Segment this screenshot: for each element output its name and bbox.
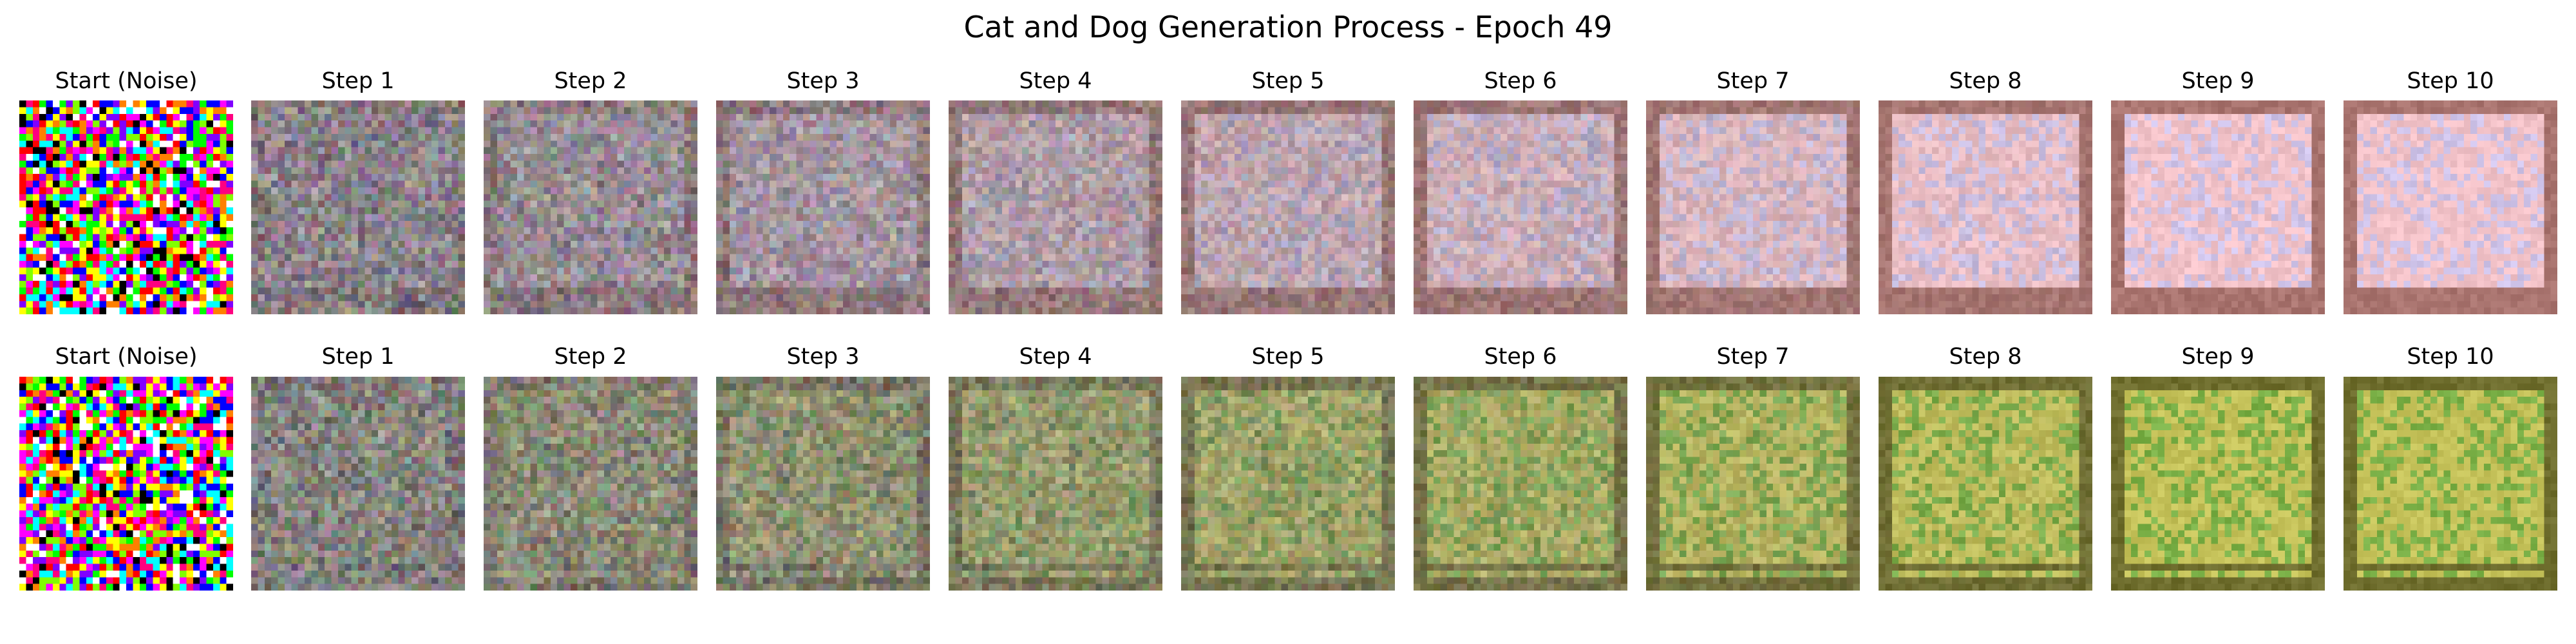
generated-image-r1-step9	[2111, 100, 2325, 314]
generated-image-r2-step8	[1879, 377, 2092, 591]
panel-title-r1-c2: Step 2	[554, 68, 627, 94]
generated-image-r2-step1	[251, 377, 465, 591]
panel-title-r1-c1: Step 1	[321, 68, 395, 94]
panel-title-r1-c7: Step 7	[1716, 68, 1790, 94]
generated-image-r1-step10	[2344, 100, 2557, 314]
generated-image-r1-step8	[1879, 100, 2092, 314]
generated-image-r1-step4	[949, 100, 1162, 314]
panel-title-r2-c0: Start (Noise)	[55, 344, 198, 370]
panel-title-r1-c10: Step 10	[2407, 68, 2494, 94]
noise-image-r2	[19, 377, 233, 591]
panel-title-r2-c5: Step 5	[1251, 344, 1325, 370]
generated-image-r2-step4	[949, 377, 1162, 591]
panel-title-r2-c4: Step 4	[1019, 344, 1092, 370]
generated-image-r1-step3	[716, 100, 930, 314]
generated-image-r1-step6	[1414, 100, 1627, 314]
generated-image-r2-step5	[1181, 377, 1395, 591]
panel-title-r1-c3: Step 3	[786, 68, 860, 94]
panel-title-r1-c8: Step 8	[1949, 68, 2022, 94]
generated-image-r2-step3	[716, 377, 930, 591]
panel-title-r1-c9: Step 9	[2181, 68, 2255, 94]
panel-title-r2-c3: Step 3	[786, 344, 860, 370]
generated-image-r2-step9	[2111, 377, 2325, 591]
panel-title-r2-c1: Step 1	[321, 344, 395, 370]
generated-image-r1-step7	[1646, 100, 1860, 314]
generated-image-r2-step2	[484, 377, 697, 591]
panel-title-r1-c6: Step 6	[1484, 68, 1557, 94]
generated-image-r2-step7	[1646, 377, 1860, 591]
panel-title-r2-c2: Step 2	[554, 344, 627, 370]
panel-title-r2-c8: Step 8	[1949, 344, 2022, 370]
generated-image-r1-step2	[484, 100, 697, 314]
generated-image-r2-step6	[1414, 377, 1627, 591]
panel-title-r2-c10: Step 10	[2407, 344, 2494, 370]
panel-title-r2-c7: Step 7	[1716, 344, 1790, 370]
panel-title-r1-c0: Start (Noise)	[55, 68, 198, 94]
noise-image-r1	[19, 100, 233, 314]
panel-title-r2-c9: Step 9	[2181, 344, 2255, 370]
panel-title-r1-c4: Step 4	[1019, 68, 1092, 94]
generated-image-r1-step5	[1181, 100, 1395, 314]
panel-title-r2-c6: Step 6	[1484, 344, 1557, 370]
generated-image-r1-step1	[251, 100, 465, 314]
generated-image-r2-step10	[2344, 377, 2557, 591]
figure-title: Cat and Dog Generation Process - Epoch 4…	[963, 10, 1613, 44]
panel-title-r1-c5: Step 5	[1251, 68, 1325, 94]
